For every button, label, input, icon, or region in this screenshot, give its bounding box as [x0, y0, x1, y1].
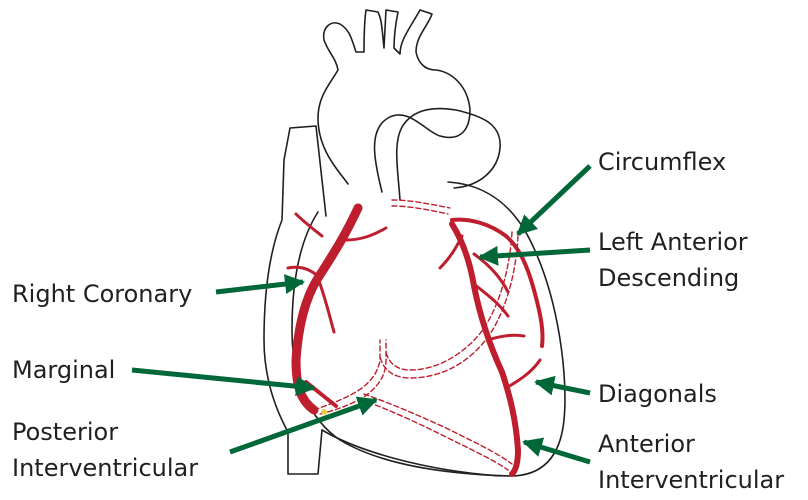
posterior-interventricular-arrow	[230, 400, 376, 452]
label-circumflex: Circumflex	[598, 148, 726, 176]
rca-branch	[318, 278, 334, 332]
anterior-interventricular-arrow	[524, 442, 590, 462]
label-left-anterior-descending-line1: Left Anterior	[598, 228, 748, 256]
label-anterior-interventricular-line2: Interventricular	[598, 466, 784, 494]
diagonals-arrow	[536, 382, 590, 393]
pulmonary-trunk	[397, 109, 500, 200]
label-right-coronary: Right Coronary	[12, 280, 192, 308]
label-marginal: Marginal	[12, 356, 115, 384]
labels: Circumflex Left Anterior Descending Righ…	[12, 148, 784, 494]
lad-arrow	[480, 250, 590, 257]
posterior-circumflex-vessel	[392, 206, 448, 214]
lad-branch	[440, 236, 462, 268]
label-diagonals: Diagonals	[598, 380, 717, 408]
junction-marker	[321, 409, 327, 415]
marginal-arrow	[132, 370, 314, 388]
label-left-anterior-descending-line2: Descending	[598, 264, 739, 292]
circumflex-arrow	[518, 166, 590, 234]
posterior-branch	[364, 394, 512, 464]
aortic-arch	[318, 10, 470, 192]
diagonal-artery	[488, 335, 524, 340]
rca-branch	[288, 267, 318, 276]
right-coronary-arrow	[216, 282, 303, 292]
label-posterior-interventricular-line2: Interventricular	[12, 454, 198, 482]
rca-branch	[296, 214, 322, 236]
label-anterior-interventricular-line1: Anterior	[598, 430, 695, 458]
diagonal-artery	[506, 360, 540, 388]
heart-inferior-contour	[322, 430, 500, 476]
label-posterior-interventricular-line1: Posterior	[12, 418, 118, 446]
